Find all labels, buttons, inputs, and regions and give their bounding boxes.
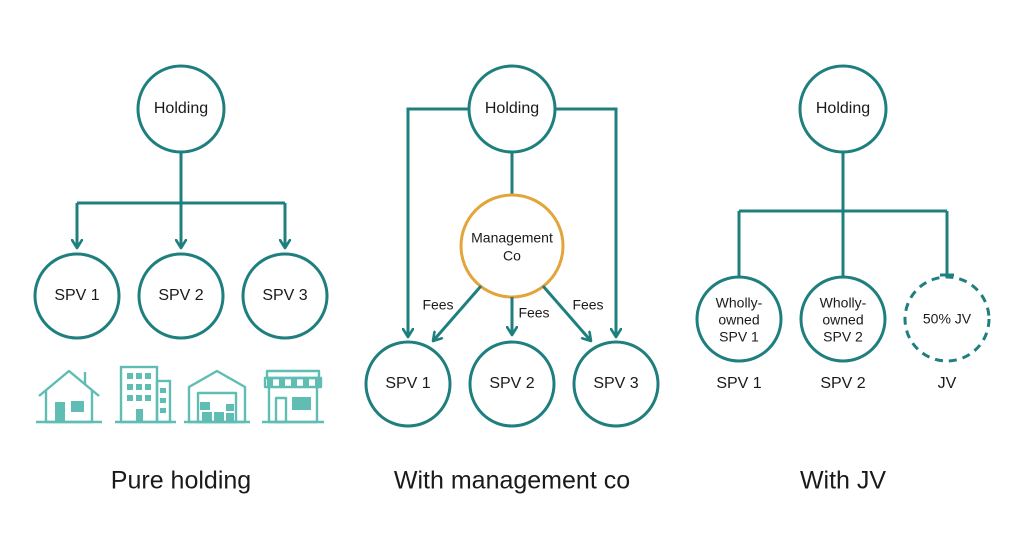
spv2-label: SPV 2 <box>489 375 535 392</box>
fees-label: Fees <box>572 296 604 313</box>
spv1-label: SPV 1 <box>385 375 431 392</box>
pure-holding-panel <box>33 64 329 424</box>
wholly-owned-spv2-line1: Wholly- <box>819 294 867 311</box>
wholly-owned-spv2-line3: SPV 2 <box>823 328 863 345</box>
management-co-panel <box>364 64 660 428</box>
holding-label: Holding <box>815 100 871 117</box>
fees-label: Fees <box>422 296 454 313</box>
shop-icon <box>262 369 324 424</box>
spv2-node <box>137 252 225 340</box>
holding-to-spv3-arrow <box>555 107 616 337</box>
panel-title-pure-holding: Pure holding <box>110 466 252 495</box>
management-co-label-line2: Co <box>503 247 521 264</box>
fees-arrow-spv1 <box>433 285 483 341</box>
jv-node <box>903 275 991 363</box>
wholly-owned-spv1-line1: Wholly- <box>715 294 763 311</box>
spv1-caption: SPV 1 <box>716 375 762 392</box>
fees-arrow-spv3 <box>541 285 591 341</box>
spv2-caption: SPV 2 <box>820 375 866 392</box>
panel-title-jv: With JV <box>799 466 887 495</box>
spv3-node <box>241 252 329 340</box>
holding-to-spv1-arrow <box>408 107 469 337</box>
holding-label: Holding <box>153 100 209 117</box>
spv1-label: SPV 1 <box>54 287 100 304</box>
spv3-node <box>572 340 660 428</box>
jv-caption: JV <box>937 375 957 392</box>
jv-panel <box>695 64 991 363</box>
spv1-node <box>33 252 121 340</box>
warehouse-icon <box>184 369 250 424</box>
wholly-owned-spv2-node <box>799 275 887 363</box>
spv2-label: SPV 2 <box>158 287 204 304</box>
fees-label: Fees <box>518 304 550 321</box>
management-co-label-line1: Management <box>471 229 553 246</box>
office-building-icon <box>115 365 176 424</box>
wholly-owned-spv1-line2: owned <box>718 311 760 328</box>
spv3-label: SPV 3 <box>262 287 308 304</box>
spv3-label: SPV 3 <box>593 375 639 392</box>
panel-title-management-co: With management co <box>393 466 631 495</box>
wholly-owned-spv1-line3: SPV 1 <box>719 328 759 345</box>
spv1-node <box>364 340 452 428</box>
spv2-node <box>468 340 556 428</box>
house-icon <box>36 369 102 424</box>
wholly-owned-spv1-node <box>695 275 783 363</box>
wholly-owned-spv2-line2: owned <box>822 311 864 328</box>
holding-label: Holding <box>484 100 540 117</box>
jv-node-label: 50% JV <box>922 310 972 327</box>
